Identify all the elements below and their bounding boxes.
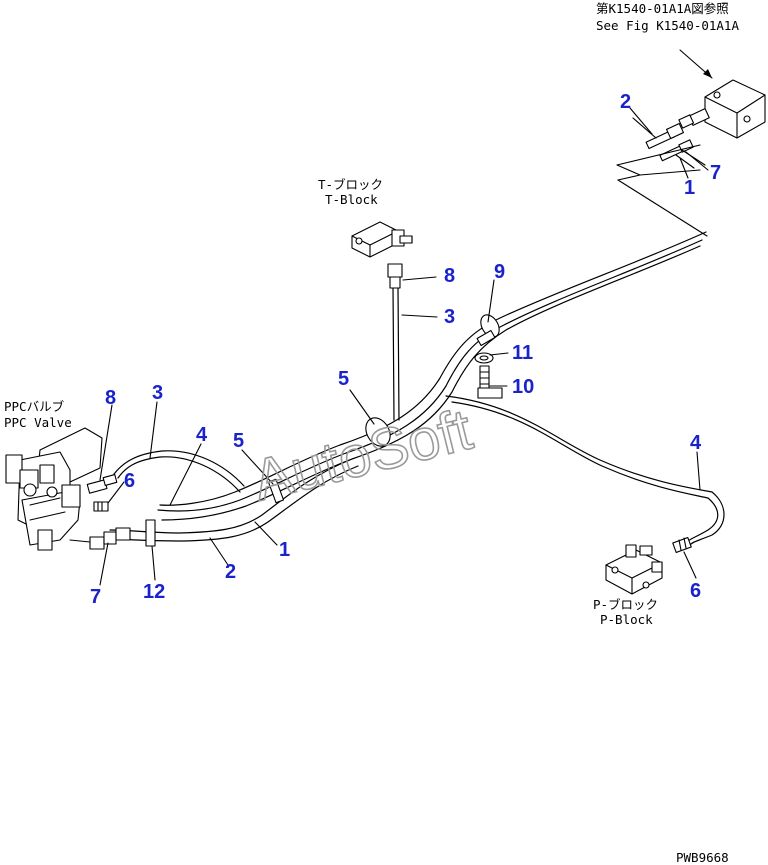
washer-11 — [474, 352, 494, 364]
bolt-10 — [477, 365, 503, 399]
hose-bundle — [107, 231, 725, 546]
callout-2-low: 2 — [225, 561, 236, 583]
callout-6-left: 6 — [124, 470, 135, 492]
hose-fitting-top — [632, 117, 706, 169]
callout-1-low: 1 — [279, 539, 290, 561]
callout-8-mid: 8 — [444, 265, 455, 287]
drawing-code: PWB9668 — [676, 850, 729, 865]
callout-10: 10 — [512, 376, 534, 398]
clamp-12 — [145, 519, 156, 547]
leader-lines — [99, 107, 709, 586]
fitting-7-left — [69, 527, 131, 550]
p-block-label-jp: P-ブロック — [593, 597, 658, 612]
p-block — [605, 544, 663, 595]
callout-9: 9 — [494, 261, 505, 283]
callout-11: 11 — [512, 342, 533, 364]
callout-3-left: 3 — [152, 382, 163, 404]
reference-block — [678, 79, 766, 139]
t-block — [351, 221, 413, 258]
clamp-9 — [476, 314, 500, 347]
callout-5-left: 5 — [233, 430, 244, 452]
callout-4-right: 4 — [690, 432, 702, 454]
callout-2-top: 2 — [620, 91, 631, 113]
callout-5-mid: 5 — [338, 368, 349, 390]
watermark-text: AutoSoft — [247, 397, 479, 514]
callout-8-left: 8 — [105, 387, 116, 409]
callout-4-left: 4 — [196, 424, 208, 446]
callout-12: 12 — [143, 581, 165, 603]
callout-3-mid: 3 — [444, 306, 455, 328]
routing-plane — [616, 144, 708, 237]
p-block-label-en: P-Block — [600, 612, 653, 627]
clamp-5-left — [267, 478, 285, 504]
fitting-6-right — [672, 537, 692, 553]
callout-1-top: 1 — [684, 177, 695, 199]
t-block-label-jp: T-ブロック — [318, 177, 383, 192]
callout-7-low: 7 — [90, 586, 101, 608]
ppc-valve — [5, 427, 103, 551]
fitting-6-left — [93, 501, 109, 512]
reference-label-jp: 第K1540-01A1A図参照 — [596, 1, 729, 16]
t-block-label-en: T-Block — [325, 192, 378, 207]
reference-label-en: See Fig K1540-01A1A — [596, 18, 739, 33]
ppc-valve-label-en: PPC Valve — [4, 415, 72, 430]
fitting-8-left — [86, 474, 118, 494]
fitting-8-mid — [387, 263, 403, 289]
callout-6-right: 6 — [690, 580, 701, 602]
ppc-valve-label-jp: PPCバルブ — [4, 399, 65, 414]
callout-7-top: 7 — [710, 162, 721, 184]
